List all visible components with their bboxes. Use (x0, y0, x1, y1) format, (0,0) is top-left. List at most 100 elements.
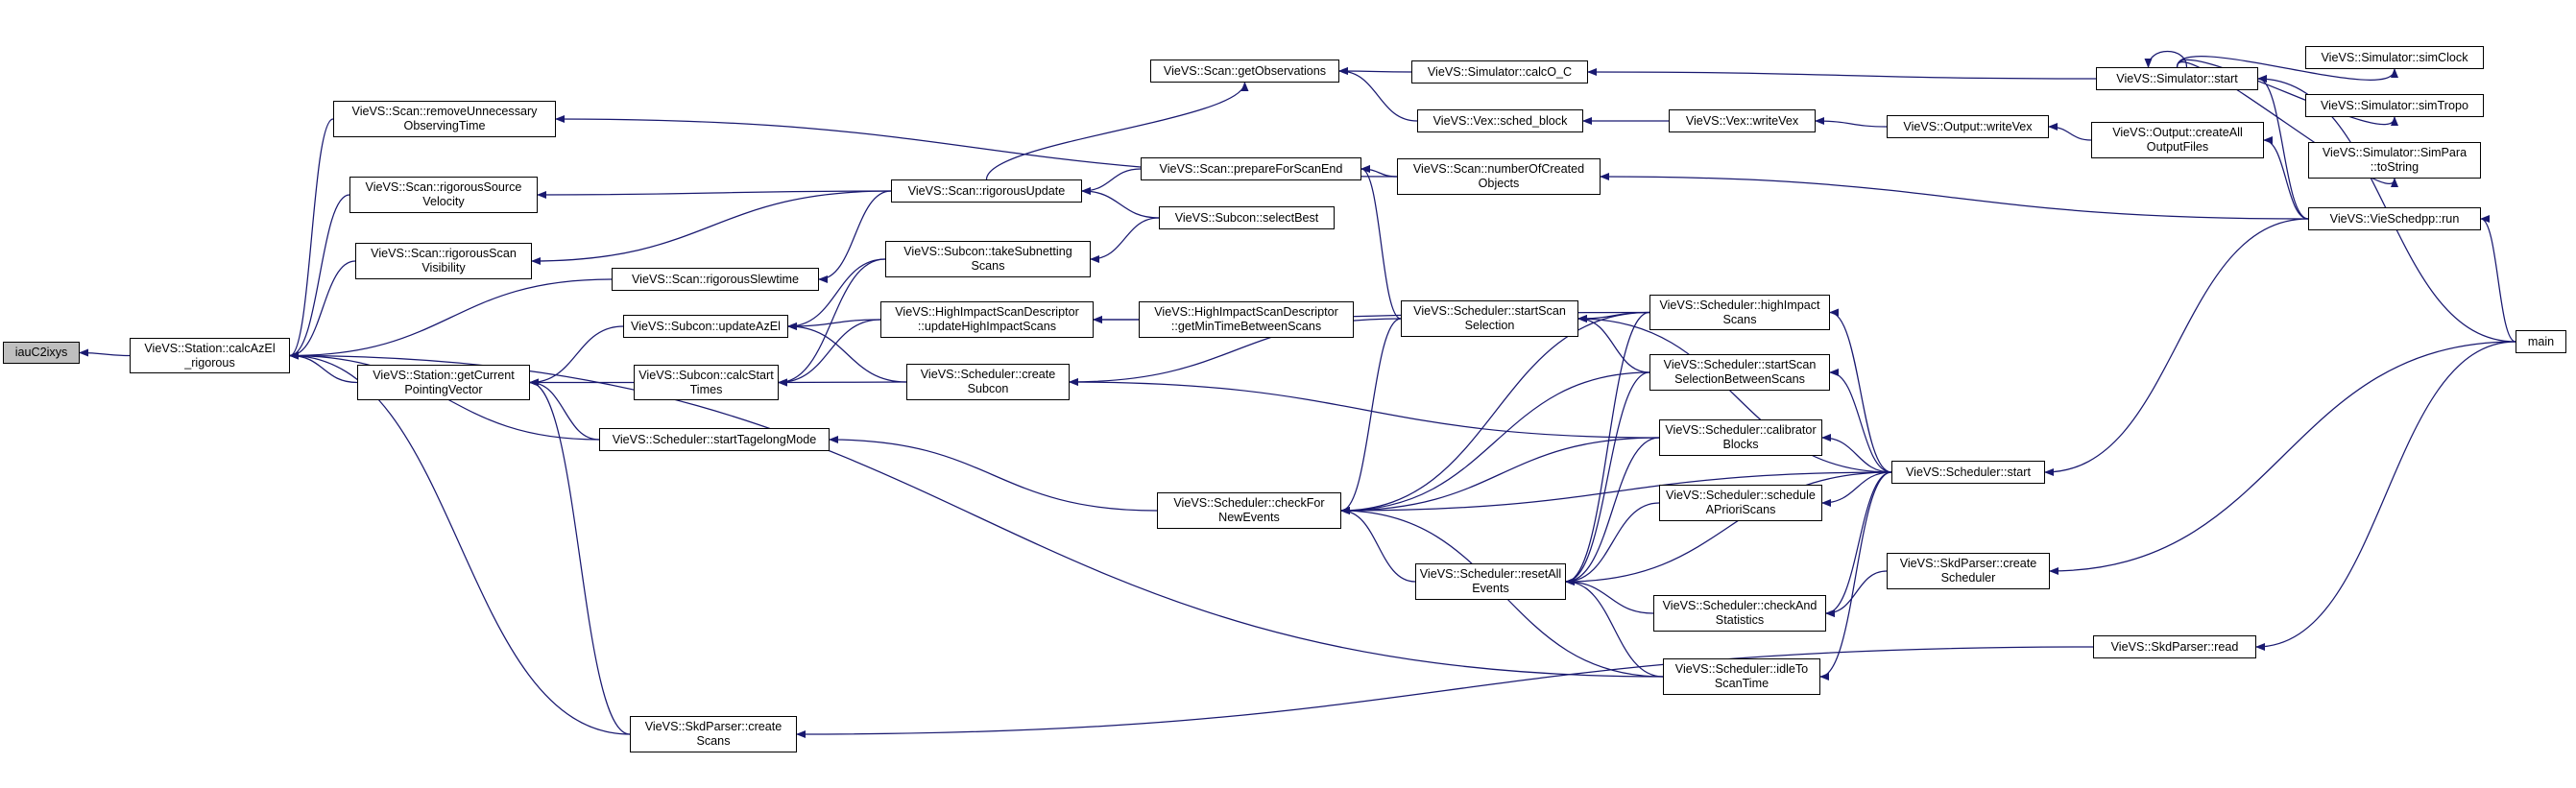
edge-highImpactScans-to-checkForNewEvents (1340, 311, 1650, 514)
edge-simulatorStart-to-simClock (2176, 56, 2398, 81)
node-simTropo[interactable]: VieVS::Simulator::simTropo (2305, 94, 2484, 117)
edge-schedulerStart-to-startScanSelBetween (1829, 369, 1892, 473)
edge-schedulerStart-to-scheduleApriori (1821, 471, 1892, 507)
node-highImpactScans[interactable]: VieVS::Scheduler::highImpact Scans (1649, 295, 1830, 330)
node-simClock[interactable]: VieVS::Simulator::simClock (2305, 46, 2484, 69)
node-updateHighImpact[interactable]: VieVS::HighImpactScanDescriptor ::update… (880, 301, 1094, 338)
edge-startScanSelBetween-to-resetAllEvents (1565, 371, 1650, 585)
node-calcStartTimes[interactable]: VieVS::Subcon::calcStart Times (634, 365, 779, 400)
edge-calibratorBlocks-to-createSubcon (1069, 378, 1660, 439)
node-main[interactable]: main (2516, 330, 2566, 353)
node-rigUpdate[interactable]: VieVS::Scan::rigorousUpdate (891, 179, 1082, 203)
edge-simulatorStart-to-calcOC (1587, 68, 2097, 80)
edge-vieSchedRun-to-createAllOutput (2263, 136, 2309, 220)
edge-calibratorBlocks-to-checkForNewEvents (1340, 437, 1660, 514)
node-startTagelong[interactable]: VieVS::Scheduler::startTagelongMode (599, 428, 830, 451)
node-selectBest[interactable]: VieVS::Subcon::selectBest (1159, 206, 1335, 229)
edge-rigUpdate-to-rigSourceVelocity (537, 190, 892, 199)
edge-skdCreateScheduler-to-checkAndStatistics (1825, 570, 1888, 617)
node-getMinTime[interactable]: VieVS::HighImpactScanDescriptor ::getMin… (1139, 301, 1354, 338)
edge-skdCreateScans-to-calcAzEl (289, 351, 631, 735)
edge-schedulerStart-to-calibratorBlocks (1821, 434, 1892, 473)
edge-schedulerStart-to-checkForNewEvents (1340, 471, 1892, 514)
node-skdCreateScans[interactable]: VieVS::SkdParser::create Scans (630, 716, 797, 752)
edge-schedulerStart-to-checkAndStatistics (1825, 471, 1892, 617)
edge-vieSchedRun-to-numberOfCreated (1600, 173, 2309, 220)
edge-scheduleApriori-to-resetAllEvents (1565, 502, 1660, 585)
node-updateAzEl[interactable]: VieVS::Subcon::updateAzEl (623, 315, 788, 338)
edge-rigScanVisibility-to-calcAzEl (289, 260, 356, 360)
node-rigSlewtime[interactable]: VieVS::Scan::rigorousSlewtime (612, 268, 819, 291)
edge-startScanSelection-to-prepareForScanEnd (1360, 165, 1402, 320)
edge-checkForNewEvents-to-startTagelong (829, 436, 1158, 512)
node-prepareForScanEnd[interactable]: VieVS::Scan::prepareForScanEnd (1141, 157, 1361, 180)
node-takeSubnetting[interactable]: VieVS::Subcon::takeSubnetting Scans (885, 241, 1091, 277)
edge-startTagelong-to-getPointing (529, 378, 600, 441)
node-calcAzEl[interactable]: VieVS::Station::calcAzEl _rigorous (130, 338, 290, 373)
edge-createSubcon-to-calcStartTimes (778, 378, 907, 387)
edge-skdRead-to-skdCreateScans (796, 646, 2094, 738)
node-checkAndStatistics[interactable]: VieVS::Scheduler::checkAnd Statistics (1653, 595, 1826, 632)
node-resetAllEvents[interactable]: VieVS::Scheduler::resetAll Events (1415, 563, 1566, 600)
edge-idleToScanTime-to-calcAzEl (289, 351, 1664, 678)
edge-main-to-vieSchedRun (2480, 215, 2516, 343)
edge-outputWriteVex-to-vexWriteVex (1815, 117, 1888, 128)
edge-selectBest-to-takeSubnetting (1090, 217, 1160, 263)
node-getPointing[interactable]: VieVS::Station::getCurrent PointingVecto… (357, 365, 530, 400)
node-schedBlock[interactable]: VieVS::Vex::sched_block (1417, 109, 1583, 132)
edge-skdCreateScans-to-getPointing (529, 378, 631, 735)
node-startScanSelection[interactable]: VieVS::Scheduler::startScan Selection (1401, 300, 1578, 337)
node-skdRead[interactable]: VieVS::SkdParser::read (2093, 635, 2256, 658)
node-idleToScanTime[interactable]: VieVS::Scheduler::idleTo ScanTime (1663, 658, 1820, 695)
edge-rigSourceVelocity-to-calcAzEl (289, 194, 350, 360)
edge-vieSchedRun-to-schedulerStart (2044, 218, 2309, 476)
edge-vieSchedRun-to-simulatorStart (2257, 75, 2309, 220)
node-calcOC[interactable]: VieVS::Simulator::calcO_C (1411, 60, 1588, 84)
edge-updateHighImpact-to-updateAzEl (787, 319, 881, 330)
node-numberOfCreated[interactable]: VieVS::Scan::numberOfCreated Objects (1397, 158, 1601, 195)
node-skdCreateScheduler[interactable]: VieVS::SkdParser::create Scheduler (1887, 553, 2050, 589)
node-simulatorStart[interactable]: VieVS::Simulator::start (2096, 67, 2258, 90)
node-startScanSelBetween[interactable]: VieVS::Scheduler::startScan SelectionBet… (1649, 354, 1830, 391)
edge-rigUpdate-to-rigScanVisibility (531, 190, 892, 265)
edge-calibratorBlocks-to-resetAllEvents (1565, 437, 1660, 585)
edge-rigSlewtime-to-calcAzEl (289, 278, 613, 360)
node-calibratorBlocks[interactable]: VieVS::Scheduler::calibrator Blocks (1659, 419, 1822, 456)
node-simParaToString[interactable]: VieVS::Simulator::SimPara ::toString (2308, 142, 2481, 179)
edge-prepareForScanEnd-to-rigUpdate (1081, 168, 1142, 195)
node-checkForNewEvents[interactable]: VieVS::Scheduler::checkFor NewEvents (1157, 492, 1341, 529)
edge-schedulerStart-to-highImpactScans (1829, 308, 1892, 473)
edge-createSubcon-to-updateAzEl (787, 322, 907, 383)
node-removeUnnecessary[interactable]: VieVS::Scan::removeUnnecessary Observing… (333, 101, 556, 137)
node-iauC2ixys[interactable]: iauC2ixys (3, 342, 80, 364)
edge-resetAllEvents-to-checkForNewEvents (1340, 507, 1416, 583)
node-schedulerStart[interactable]: VieVS::Scheduler::start (1891, 461, 2045, 484)
edge-schedulerStart-to-idleToScanTime (1819, 471, 1892, 681)
edge-calcOC-to-getObservations (1338, 67, 1412, 76)
edge-createAllOutput-to-outputWriteVex (2048, 123, 2092, 141)
edge-highImpactScans-to-resetAllEvents (1565, 311, 1650, 585)
node-outputWriteVex[interactable]: VieVS::Output::writeVex (1887, 115, 2049, 138)
edge-removeUnnecessary-to-calcAzEl (289, 118, 334, 360)
node-vieSchedRun[interactable]: VieVS::VieSchedpp::run (2308, 207, 2481, 230)
edge-rigUpdate-to-rigSlewtime (818, 190, 892, 283)
node-createAllOutput[interactable]: VieVS::Output::createAll OutputFiles (2091, 122, 2264, 158)
edge-takeSubnetting-to-calcStartTimes (778, 258, 886, 387)
node-getObservations[interactable]: VieVS::Scan::getObservations (1150, 60, 1339, 83)
node-scheduleApriori[interactable]: VieVS::Scheduler::schedule APrioriScans (1659, 485, 1822, 521)
node-createSubcon[interactable]: VieVS::Scheduler::create Subcon (906, 364, 1070, 400)
edge-simulatorStart-to-simParaToString (2176, 60, 2398, 188)
edge-updateAzEl-to-getPointing (529, 325, 624, 387)
edge-simulatorStart-to-simulatorStart (2144, 50, 2188, 68)
edge-main-to-skdRead (2255, 341, 2516, 651)
edge-calcAzEl-to-iauC2ixys (79, 348, 131, 357)
node-vexWriteVex[interactable]: VieVS::Vex::writeVex (1669, 109, 1816, 132)
edge-startScanSelection-to-checkForNewEvents (1340, 318, 1402, 514)
edge-simulatorStart-to-simTropo (2176, 59, 2398, 127)
node-rigScanVisibility[interactable]: VieVS::Scan::rigorousScan Visibility (355, 243, 532, 279)
edge-checkAndStatistics-to-resetAllEvents (1565, 578, 1654, 614)
node-rigSourceVelocity[interactable]: VieVS::Scan::rigorousSource Velocity (349, 177, 538, 213)
edge-main-to-skdCreateScheduler (2049, 341, 2516, 575)
